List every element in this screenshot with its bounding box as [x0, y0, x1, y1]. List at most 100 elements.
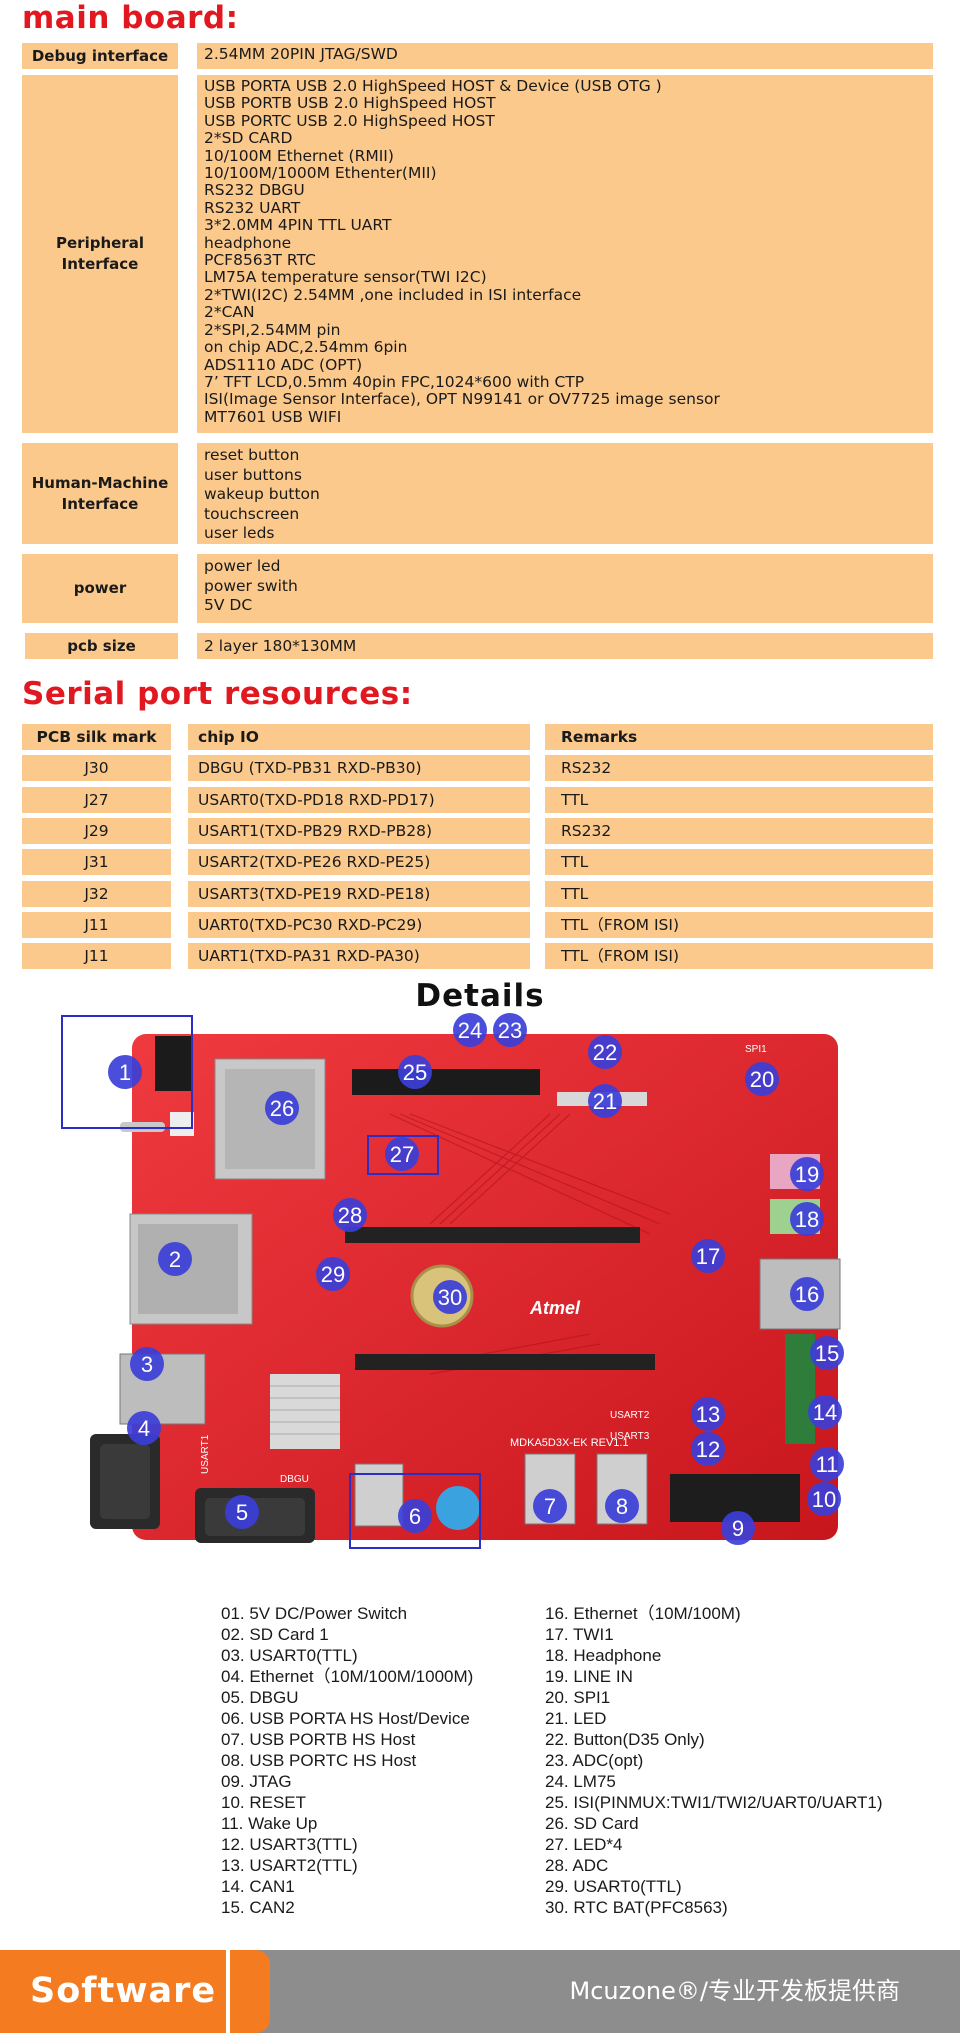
marker-16-label: 16 — [795, 1282, 819, 1307]
marker-15-circle — [810, 1336, 844, 1370]
spec-line: USB PORTC USB 2.0 HighSpeed HOST — [204, 111, 495, 130]
spec-line: user leds — [204, 524, 275, 542]
serial-cell-remarks: TTL（FROM ISI) — [545, 943, 933, 969]
legend-item: 17. TWI1 — [545, 1625, 614, 1644]
marker-5-circle — [225, 1495, 259, 1529]
marker-9-label: 9 — [732, 1516, 744, 1541]
footer-bar: Software Mcuzone®/专业开发板提供商 — [0, 1950, 960, 2033]
legend-item: 25. ISI(PINMUX:TWI1/TWI2/UART0/UART1) — [545, 1793, 883, 1812]
marker-20-label: 20 — [750, 1067, 774, 1092]
serial-cell-chip-io: USART2(TXD-PE26 RXD-PE25) — [188, 849, 530, 875]
marker-29-circle — [316, 1257, 350, 1291]
legend-item: 14. CAN1 — [221, 1877, 295, 1896]
marker-23-circle — [493, 1013, 527, 1047]
serial-cell-remarks: TTL — [545, 787, 933, 813]
serial-cell-remarks: TTL — [545, 849, 933, 875]
spec-line: power swith — [204, 576, 298, 595]
marker-17-label: 17 — [696, 1244, 720, 1269]
marker-30-label: 30 — [438, 1285, 462, 1310]
footer-divider — [226, 1950, 230, 2033]
marker-28-circle — [333, 1198, 367, 1232]
serial-cell-silk-mark: J29 — [22, 818, 171, 844]
serial-cell-chip-io: DBGU (TXD-PB31 RXD-PB30) — [188, 755, 530, 781]
spec-label-debug: Debug interface — [22, 43, 178, 69]
silk-model: MDKA5D3X-EK REV1.1 — [510, 1437, 629, 1449]
marker-12-label: 12 — [696, 1437, 720, 1462]
silk-usart2: USART2 — [610, 1410, 650, 1421]
silk-dbgu: DBGU — [280, 1474, 309, 1485]
marker-21-circle — [588, 1084, 622, 1118]
spec-line: power led — [204, 557, 281, 575]
marker-24-label: 24 — [458, 1018, 482, 1043]
marker-25-circle — [398, 1055, 432, 1089]
legend-item: 04. Ethernet（10M/100M/1000M) — [221, 1667, 474, 1686]
serial-header-chip-io: chip IO — [188, 724, 530, 750]
spec-label-peripheral: Peripheral Interface — [22, 75, 178, 433]
marker-28-label: 28 — [338, 1203, 362, 1228]
spec-line: RS232 DBGU — [204, 181, 305, 200]
marker-24-circle — [453, 1013, 487, 1047]
marker-26-circle — [265, 1091, 299, 1125]
marker-22-label: 22 — [593, 1040, 617, 1065]
marker-19-circle — [790, 1157, 824, 1191]
marker-30-circle — [433, 1280, 467, 1314]
marker-6-label: 6 — [409, 1504, 421, 1529]
serial-cell-silk-mark: J27 — [22, 787, 171, 813]
marker-15-label: 15 — [815, 1341, 839, 1366]
silk-spi1: SPI1 — [745, 1044, 767, 1055]
marker-18-circle — [790, 1202, 824, 1236]
serial-cell-silk-mark: J11 — [22, 943, 171, 969]
legend-item: 24. LM75 — [545, 1772, 616, 1791]
marker-10-label: 10 — [812, 1487, 836, 1512]
marker-7-circle — [533, 1489, 567, 1523]
serial-cell-silk-mark: J32 — [22, 881, 171, 907]
marker-1-label: 1 — [119, 1060, 131, 1085]
usb-otg-badge — [436, 1486, 480, 1530]
legend-item: 13. USART2(TTL) — [221, 1856, 358, 1875]
legend-item: 21. LED — [545, 1709, 607, 1728]
spec-line: USB PORTA USB 2.0 HighSpeed HOST & Devic… — [204, 77, 662, 95]
spec-line: user buttons — [204, 465, 302, 484]
spec-line: 2.54MM 20PIN JTAG/SWD — [204, 45, 398, 63]
marker-4-circle — [127, 1411, 161, 1445]
marker-8-label: 8 — [616, 1494, 628, 1519]
spec-line: wakeup button — [204, 485, 320, 503]
spec-value-peripheral: USB PORTA USB 2.0 HighSpeed HOST & Devic… — [197, 75, 933, 433]
marker-11-label: 11 — [816, 1452, 839, 1477]
spec-line: 10/100M Ethernet (RMII) — [204, 146, 394, 165]
marker-27-label: 27 — [390, 1142, 414, 1167]
marker-18-label: 18 — [795, 1207, 819, 1232]
highlight-box-6 — [349, 1473, 481, 1549]
legend-item: 16. Ethernet（10M/100M) — [545, 1604, 741, 1623]
board-photo: Atmel MDKA5D3X-EK REV1.1 USART2 USART3 D… — [61, 1013, 844, 1549]
legend-item: 11. Wake Up — [221, 1814, 318, 1833]
footer-software-label: Software — [30, 1971, 217, 2011]
serial-header-remarks: Remarks — [545, 724, 933, 750]
main-board-title: main board: — [22, 0, 239, 36]
serial-cell-silk-mark: J11 — [22, 912, 171, 938]
serial-cell-remarks: TTL — [545, 881, 933, 907]
marker-3-label: 3 — [141, 1352, 153, 1377]
marker-9-circle — [721, 1511, 755, 1545]
marker-2-label: 2 — [169, 1247, 181, 1272]
spec-line: MT7601 USB WIFI — [204, 407, 342, 426]
serial-cell-silk-mark: J31 — [22, 849, 171, 875]
marker-16-circle — [790, 1277, 824, 1311]
legend-item: 15. CAN2 — [221, 1898, 295, 1917]
serial-header-silk-mark: PCB silk mark — [22, 724, 171, 750]
spec-line: 2*TWI(I2C) 2.54MM ,one included in ISI i… — [204, 285, 582, 304]
spec-line: USB PORTB USB 2.0 HighSpeed HOST — [204, 94, 496, 113]
serial-cell-chip-io: USART1(TXD-PB29 RXD-PB28) — [188, 818, 530, 844]
spec-line: ADS1110 ADC (OPT) — [204, 355, 363, 374]
serial-cell-chip-io: USART3(TXD-PE19 RXD-PE18) — [188, 881, 530, 907]
marker-13-label: 13 — [696, 1402, 720, 1427]
serial-cell-chip-io: UART1(TXD-PA31 RXD-PA30) — [188, 943, 530, 969]
marker-2-circle — [158, 1242, 192, 1276]
marker-23-label: 23 — [498, 1018, 522, 1043]
legend-item: 03. USART0(TTL) — [221, 1646, 358, 1665]
marker-26-label: 26 — [270, 1096, 294, 1121]
marker-17-circle — [691, 1239, 725, 1273]
spec-line: 5V DC — [204, 596, 253, 614]
